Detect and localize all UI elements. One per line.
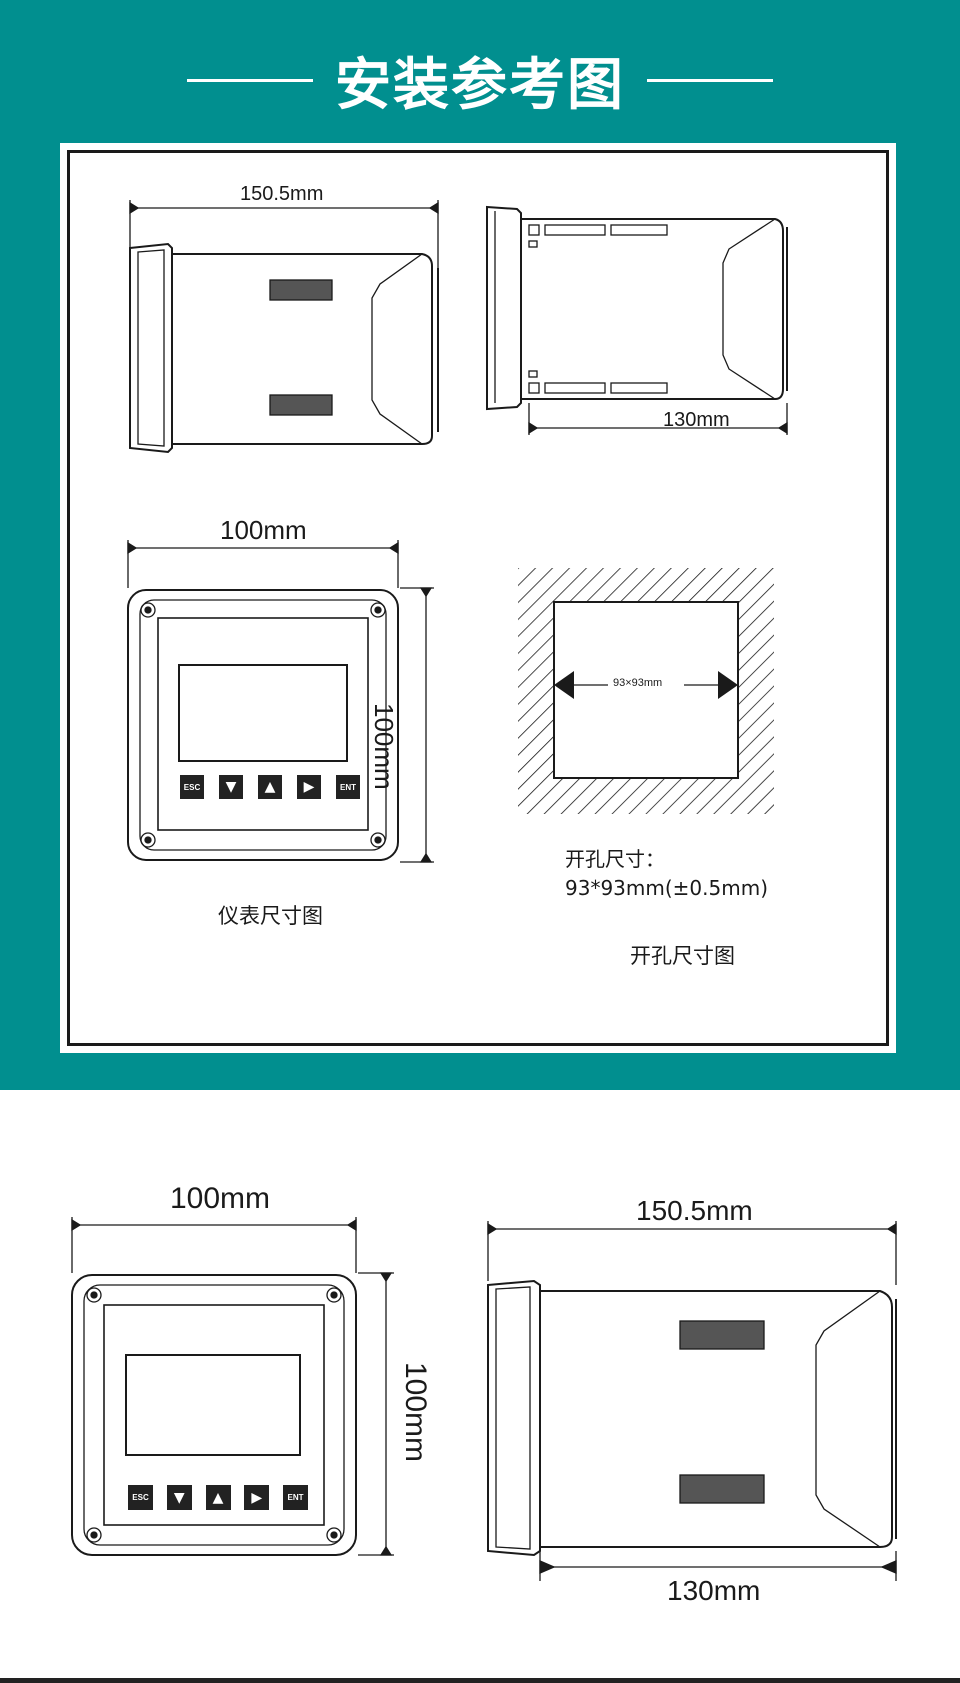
lower-key-esc: ESC bbox=[128, 1485, 153, 1510]
lower-key-ent: ENT bbox=[283, 1485, 308, 1510]
lower-key-row: ESC ▼ ▲ ▶ ENT bbox=[128, 1485, 308, 1510]
front-view-width-label: 100mm bbox=[220, 515, 307, 545]
lower-key-right: ▶ bbox=[244, 1485, 270, 1510]
top-section: 安装参考图 150.5mm bbox=[0, 0, 960, 1090]
title-right-rule bbox=[647, 78, 773, 82]
arrow-right-icon bbox=[718, 671, 738, 699]
lower-key-up: ▲ bbox=[205, 1485, 231, 1510]
title-row: 安装参考图 bbox=[0, 40, 960, 120]
key-down: ▼ bbox=[219, 775, 243, 799]
rear-view-drawing bbox=[486, 205, 788, 435]
title-left-rule bbox=[187, 78, 313, 82]
lower-side-view-drawing bbox=[487, 1221, 897, 1581]
key-esc: ESC bbox=[180, 775, 204, 799]
cutout-spec-title: 开孔尺寸： bbox=[565, 847, 665, 871]
lower-key-down: ▼ bbox=[166, 1485, 192, 1510]
bottom-rule bbox=[0, 1678, 960, 1683]
rear-view-depth-label: 130mm bbox=[663, 409, 730, 431]
arrow-left-icon bbox=[554, 671, 574, 699]
side-view-width-label: 150.5mm bbox=[240, 183, 324, 205]
card-frame bbox=[67, 150, 889, 1046]
page-title: 安装参考图 bbox=[335, 51, 625, 118]
lower-side-width-label: 150.5mm bbox=[636, 1195, 753, 1226]
front-key-row: ESC ▼ ▲ ▶ ENT bbox=[180, 775, 360, 799]
cutout-caption: 开孔尺寸图 bbox=[630, 944, 735, 968]
key-right: ▶ bbox=[297, 775, 321, 799]
side-view-drawing bbox=[129, 200, 439, 454]
key-up: ▲ bbox=[258, 775, 282, 799]
front-view-drawing bbox=[127, 540, 434, 863]
key-ent: ENT bbox=[336, 775, 360, 799]
lower-front-view-drawing bbox=[71, 1217, 394, 1556]
lower-side-depth-label: 130mm bbox=[667, 1575, 761, 1606]
instrument-dimension-caption: 仪表尺寸图 bbox=[218, 904, 323, 928]
cutout-spec-value: 93*93mm(±0.5mm) bbox=[565, 876, 768, 900]
lower-front-width-label: 100mm bbox=[170, 1182, 271, 1215]
lower-front-height-label: 100mm bbox=[399, 1362, 432, 1463]
installation-card: 150.5mm bbox=[60, 143, 896, 1053]
cutout-inner-label: 93×93mm bbox=[613, 677, 663, 689]
front-view-height-label: 100mm bbox=[369, 703, 399, 790]
panel-cutout-drawing bbox=[518, 568, 774, 814]
